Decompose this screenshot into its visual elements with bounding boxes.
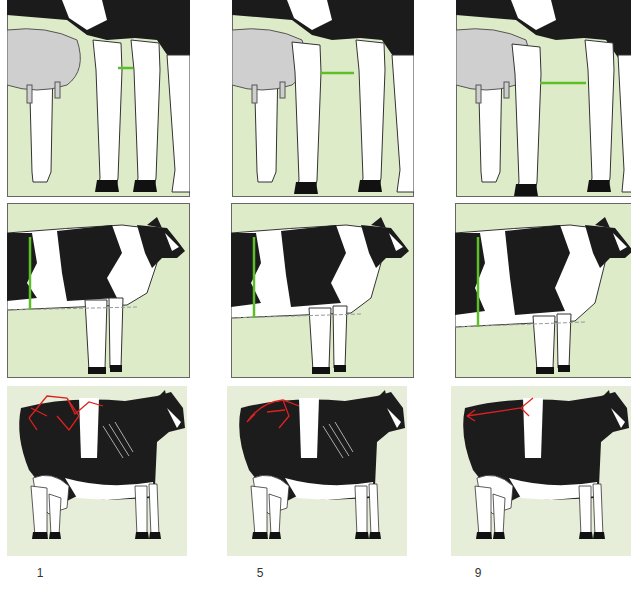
- leg: [309, 308, 331, 373]
- body: [7, 225, 157, 310]
- leg: [533, 316, 555, 373]
- measure-line: [29, 237, 32, 310]
- head: [585, 225, 631, 268]
- leg: [131, 40, 160, 192]
- leg: [585, 40, 614, 192]
- leg: [85, 300, 107, 373]
- body-depth-panel: [455, 204, 631, 378]
- rump-panel: [451, 386, 631, 556]
- measure-line: [540, 82, 586, 85]
- score-label: 5: [257, 566, 264, 580]
- rump-panel: [7, 386, 187, 556]
- measure-line: [320, 72, 354, 75]
- leg: [512, 44, 541, 196]
- rump-marking: [467, 398, 533, 421]
- cow: [239, 390, 405, 539]
- cow: [19, 390, 185, 539]
- leg: [356, 40, 385, 192]
- rump-marking: [247, 400, 299, 428]
- score-label: 1: [37, 566, 44, 580]
- rump-marking: [29, 396, 103, 430]
- udder: [7, 29, 80, 90]
- rear-leg-panel: [456, 0, 631, 197]
- cow: [463, 390, 629, 539]
- leg: [292, 42, 321, 194]
- body-depth-panel: [231, 204, 414, 378]
- leg: [333, 306, 347, 371]
- body: [455, 225, 605, 327]
- measure-line: [118, 67, 133, 70]
- score-label: 9: [475, 566, 482, 580]
- rear-leg-panel: [232, 0, 422, 197]
- leg: [109, 298, 123, 371]
- measure-line: [477, 237, 480, 327]
- body-depth-panel: [7, 204, 190, 378]
- head: [361, 225, 409, 268]
- rump-panel: [227, 386, 407, 556]
- body: [231, 225, 381, 318]
- leg: [93, 40, 122, 192]
- head: [137, 225, 185, 268]
- measure-line: [253, 237, 256, 318]
- rear-leg-panel: [7, 0, 197, 197]
